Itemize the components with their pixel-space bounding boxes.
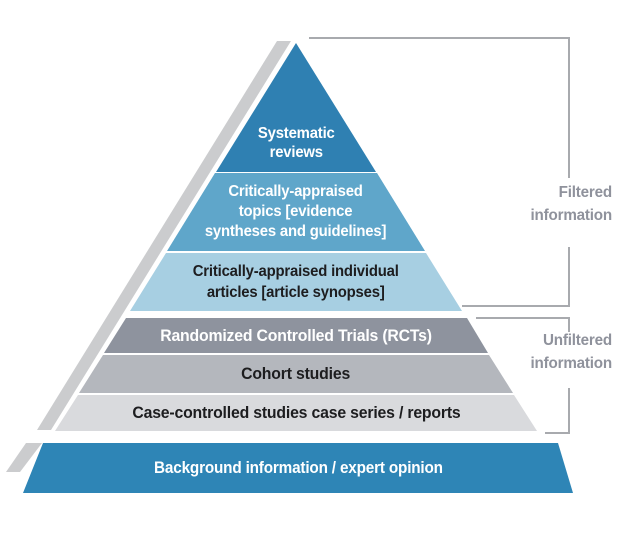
level-label-line: topics [evidence xyxy=(239,203,353,220)
level-label-line: reviews xyxy=(269,144,323,161)
level-label: Cohort studies xyxy=(242,364,351,384)
pyramid-level-cohort-studies: Cohort studies xyxy=(79,355,513,393)
level-label-line: syntheses and guidelines] xyxy=(205,223,387,240)
pyramid-level-randomized-controlled-trials: Randomized Controlled Trials (RCTs) xyxy=(104,318,488,353)
unfiltered-bracket-vertical-upper xyxy=(568,317,570,332)
pyramid-level-case-controlled-studies: Case-controlled studies case series / re… xyxy=(55,395,537,431)
unfiltered-bracket-bottom-line xyxy=(545,432,570,434)
level-label: Randomized Controlled Trials (RCTs) xyxy=(160,326,432,346)
level-label-line: Background information / expert opinion xyxy=(153,458,443,477)
filtered-bracket-vertical-upper xyxy=(568,37,570,178)
filtered-bracket-top-line xyxy=(309,37,570,39)
pyramid-level-critically-appraised-topics: Critically-appraised topics [evidence sy… xyxy=(167,173,425,251)
unfiltered-label-line: information xyxy=(530,355,612,372)
filtered-bracket-bottom-line xyxy=(462,305,570,307)
level-label-line: Systematic xyxy=(257,125,335,142)
level-label: Critically-appraised topics [evidence sy… xyxy=(205,182,387,242)
unfiltered-label-line: Unfiltered xyxy=(542,332,612,349)
filtered-information-label: Filtered information xyxy=(502,181,612,227)
level-label-line: Case-controlled studies case series / re… xyxy=(131,403,461,422)
unfiltered-bracket-vertical-lower xyxy=(568,388,570,434)
filtered-label-line: information xyxy=(530,207,612,224)
level-label-line: Critically-appraised individual xyxy=(193,263,399,280)
filtered-bracket-vertical-lower xyxy=(568,247,570,307)
unfiltered-information-label: Unfiltered information xyxy=(502,329,612,375)
level-label: Case-controlled studies case series / re… xyxy=(132,403,460,423)
pyramid-level-critically-appraised-articles: Critically-appraised individual articles… xyxy=(130,253,462,311)
level-label: Background information / expert opinion xyxy=(154,458,443,478)
level-label-line: articles [article synopses] xyxy=(207,284,385,301)
filtered-label-line: Filtered xyxy=(558,184,613,201)
level-label: Critically-appraised individual articles… xyxy=(193,261,399,303)
level-label-line: Cohort studies xyxy=(241,364,351,383)
level-label-line: Critically-appraised xyxy=(228,183,364,200)
pyramid-base-background-information: Background information / expert opinion xyxy=(23,443,573,493)
unfiltered-bracket-top-line xyxy=(476,317,570,319)
level-label: Systematic reviews xyxy=(258,124,335,172)
level-label-line: Randomized Controlled Trials (RCTs) xyxy=(160,325,432,345)
